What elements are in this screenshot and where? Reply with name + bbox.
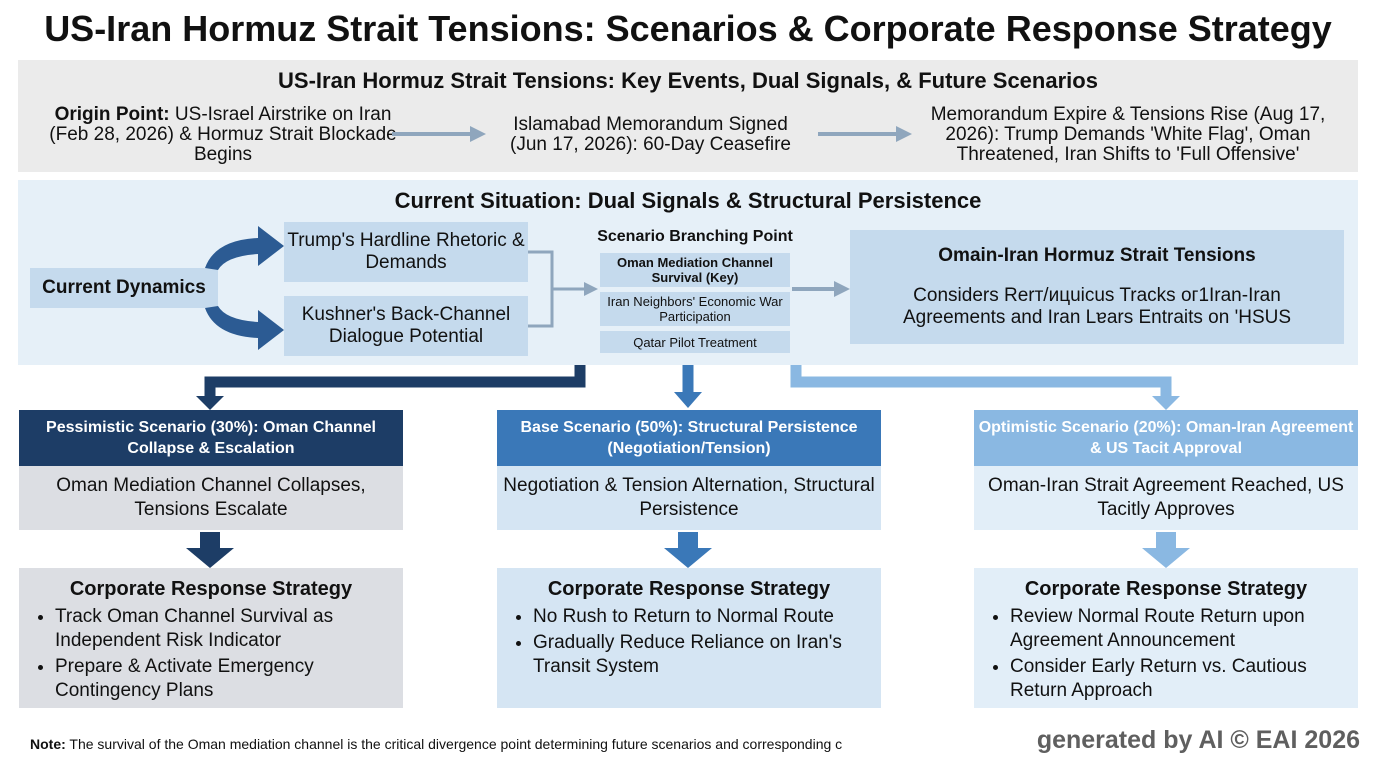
base-strategy: Corporate Response Strategy No Rush to R… (497, 568, 881, 708)
base-scenario-body: Negotiation & Tension Alternation, Struc… (497, 466, 881, 530)
curved-arrow-up (205, 226, 284, 270)
optimistic-strategy-title: Corporate Response Strategy (1024, 578, 1308, 600)
current-dynamics-box: Current Dynamics (30, 268, 218, 308)
current-situation-title: Current Situation: Dual Signals & Struct… (394, 188, 982, 213)
to-pessimistic-line (204, 365, 586, 398)
timeline-event-expiry: Memorandum Expire & Tensions Rise (Aug 1… (930, 104, 1326, 165)
base-down-arrow (664, 532, 712, 568)
tensions-text: Considers Rerт/ицuicus Tracks oг1Iran-Ir… (902, 285, 1292, 328)
timeline-arrow-1-head (470, 126, 486, 142)
origin-label: Origin Point: (54, 104, 170, 125)
bracket-connector (528, 250, 554, 328)
timeline-panel: US-Iran Hormuz Strait Tensions: Key Even… (18, 60, 1358, 172)
pessimistic-down-arrow (186, 532, 234, 568)
base-strategy-bullet: No Rush to Return to Normal Route (533, 605, 867, 629)
optimistic-down-arrow (1142, 532, 1190, 568)
base-scenario-head: Base Scenario (50%): Structural Persiste… (497, 410, 881, 466)
page-title: US-Iran Hormuz Strait Tensions: Scenario… (44, 8, 1332, 49)
origin-text: US-Israel Airstrike on Iran (Feb 28, 202… (49, 104, 397, 165)
pessimistic-strategy-bullet: Track Oman Channel Survival as Independe… (55, 605, 389, 653)
base-strategy-title: Corporate Response Strategy (547, 578, 831, 600)
pessimistic-strategy-title: Corporate Response Strategy (69, 578, 353, 600)
curved-arrow-down (205, 306, 284, 350)
timeline-arrow-2-head (896, 126, 912, 142)
note-label: Note: (30, 736, 66, 752)
branch-iran-neighbors: Iran Neighbors' Economic War Participati… (600, 292, 790, 326)
to-base-head (674, 392, 702, 408)
pessimistic-strategy-bullet: Prepare & Activate Emergency Contingency… (55, 655, 389, 703)
optimistic-strategy: Corporate Response Strategy Review Norma… (974, 568, 1358, 708)
optimistic-strategy-bullet: Review Normal Route Return upon Agreemen… (1010, 605, 1344, 653)
pessimistic-strategy: Corporate Response Strategy Track Oman C… (19, 568, 403, 708)
optimistic-scenario-head: Optimistic Scenario (20%): Oman-Iran Agr… (974, 410, 1358, 466)
to-pessimistic-head (196, 396, 224, 410)
to-optimistic-line (790, 365, 1172, 398)
base-strategy-bullet: Gradually Reduce Reliance on Iran's Tran… (533, 631, 867, 679)
timeline-title: US-Iran Hormuz Strait Tensions: Key Even… (278, 68, 1098, 93)
branching-point-title: Scenario Branching Point (597, 228, 793, 245)
back-channel-box: Kushner's Back-Channel Dialogue Potentia… (284, 296, 528, 356)
oman-iran-tensions-box: Omain-Iran Hormuz Strait Tensions Consid… (850, 230, 1344, 344)
pessimistic-scenario-body: Oman Mediation Channel Collapses, Tensio… (19, 466, 403, 530)
bracket-arrow-head (584, 282, 598, 296)
pessimistic-scenario-head: Pessimistic Scenario (30%): Oman Channel… (19, 410, 403, 466)
hardline-rhetoric-box: Trump's Hardline Rhetoric & Demands (284, 222, 528, 282)
note-text: The survival of the Oman mediation chann… (65, 736, 843, 752)
footnote: Note: The survival of the Oman mediation… (30, 736, 1130, 752)
branch-oman-mediation: Oman Mediation Channel Survival (Key) (600, 253, 790, 287)
to-optimistic-head (1152, 396, 1180, 410)
timeline-origin-event: Origin Point: US-Israel Airstrike on Ira… (48, 104, 398, 166)
branch-to-tensions-head (834, 281, 850, 297)
branch-qatar-pilot: Qatar Pilot Treatment (600, 331, 790, 353)
optimistic-strategy-bullet: Consider Early Return vs. Cautious Retur… (1010, 655, 1344, 703)
watermark: generated by AI © EAI 2026 (1036, 726, 1360, 754)
timeline-event-memorandum: Islamabad Memorandum Signed (Jun 17, 202… (510, 114, 791, 155)
tensions-title: Omain-Iran Hormuz Strait Tensions (938, 245, 1256, 266)
optimistic-scenario-body: Oman-Iran Strait Agreement Reached, US T… (974, 466, 1358, 530)
